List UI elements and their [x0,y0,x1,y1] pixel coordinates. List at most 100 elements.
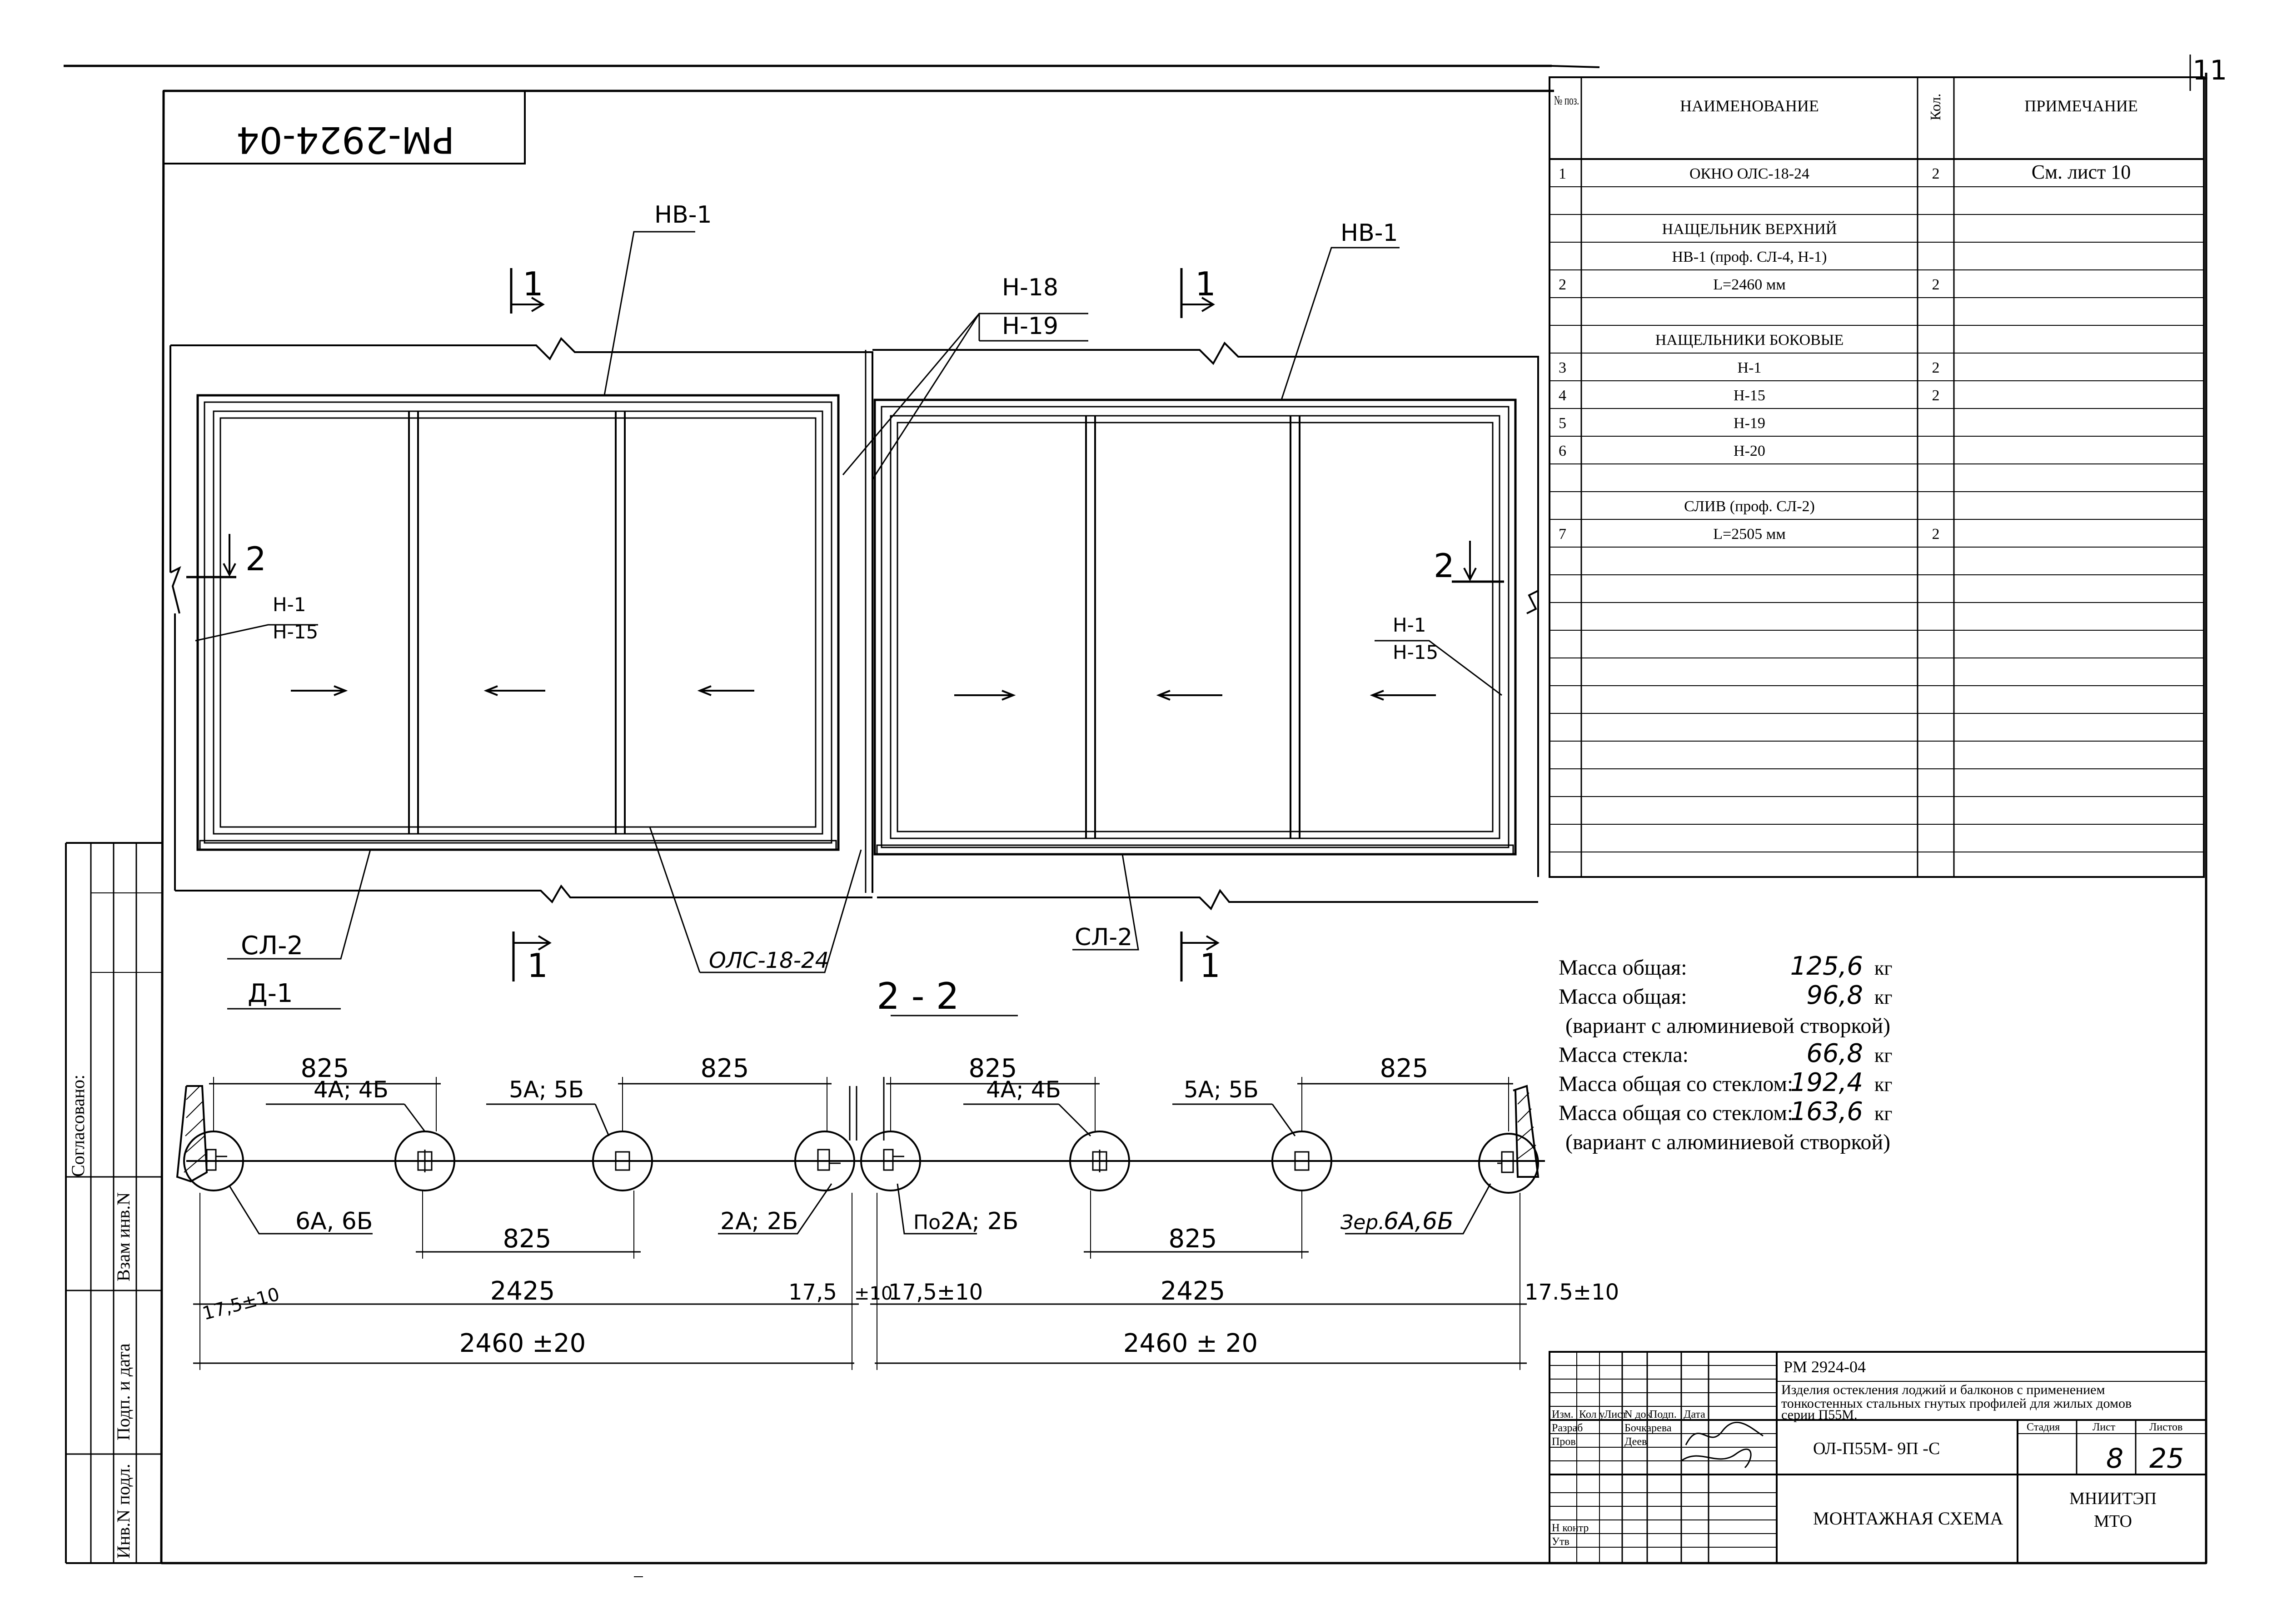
mass-note-6-value: 163,6 [1790,1097,1863,1126]
callout-zer-prefix: Зер. [1340,1211,1385,1234]
slide-arrow-2 [483,685,545,696]
tb-role-nkontr: Н контр [1552,1522,1589,1534]
tb-hdr-podp: Подп. [1649,1409,1677,1420]
tb-sheets-total: 25 [2149,1443,2184,1475]
signature-prov [1681,1448,1752,1469]
tb-hdr-list: Лист [1604,1409,1627,1420]
signature-razrab [1685,1421,1764,1445]
spec-row-11-name: Н-20 [1734,443,1765,459]
dim-17-5-a: 17,5±10 [200,1284,282,1324]
dim-825-2: 825 [701,1054,749,1083]
tb-description-1: Изделия остекления лоджий и балконов с п… [1781,1382,2105,1397]
mass-note-4-unit: кг [1874,1044,1892,1066]
tb-hdr-ndok: N док [1624,1409,1652,1420]
spec-row-4-name: НВ-1 (проф. СЛ-4, Н-1) [1672,249,1827,265]
spec-row-1-qty: 2 [1932,165,1940,182]
callout-6a6b-left: 6А, 6Б [295,1208,373,1235]
section-mark-2-left [186,534,236,578]
tb-description-3: серии П55М. [1781,1407,1857,1422]
spec-row-14-qty: 2 [1932,526,1940,543]
podp-data-label: Подп. и дата [113,1343,134,1440]
section-mark-1-bottom-right [1180,932,1220,981]
cut-label-2a: 2 [245,540,266,578]
dim-17-5-e: 17.5±10 [1525,1280,1619,1305]
stamp-code: РМ-2924-04 [236,119,454,161]
section-mark-1-top-left [510,268,545,314]
inv-podl-label: Инв.N подл. [113,1464,134,1559]
cut-label-1d: 1 [1200,947,1221,985]
profile-circle-4 [794,1131,855,1191]
cut-label-1a: 1 [523,265,543,303]
spec-table [1549,76,2205,878]
spec-row-9-pos: 4 [1559,387,1566,404]
spec-row-5-qty: 2 [1932,276,1940,293]
dim-17-5-c: ±10 [854,1283,892,1304]
label-h1-left: Н-1 [273,593,306,616]
tb-org-2: МТО [2094,1512,2132,1531]
spec-header-note: ПРИМЕЧАНИЕ [2024,97,2137,115]
approval-strip: Согласовано: Взам инв.N Подп. и дата Инв… [65,842,161,1564]
spec-row-8-qty: 2 [1932,359,1940,376]
mass-note-6-unit: кг [1874,1102,1892,1125]
tb-role-razrab: Разраб [1552,1422,1583,1434]
tb-sheets-label: Листов [2149,1421,2182,1433]
spec-row-14-name: L=2505 мм [1713,526,1785,543]
label-nv1-left: НВ-1 [654,201,712,229]
corner-number: 11 [2192,55,2227,86]
tb-hdr-data: Дата [1684,1409,1705,1420]
tb-code: РМ 2924-04 [1784,1358,1866,1376]
spec-row-7-name: НАЩЕЛЬНИКИ БОКОВЫЕ [1655,332,1844,349]
tb-sheet-no: 8 [2106,1443,2123,1475]
elevation-view: 1 1 1 1 2 2 [169,231,1539,1010]
slide-arrow-3 [697,685,754,696]
slide-arrow-4 [954,690,1016,701]
label-h18: Н-18 [1002,274,1058,301]
tb-name-prov: Деев [1624,1436,1647,1448]
mass-note-2-unit: кг [1874,986,1892,1008]
callout-po-prefix: По [913,1211,941,1234]
dim-825-mid-2: 825 [1169,1224,1217,1254]
mass-note-1-value: 125,6 [1790,951,1863,981]
tb-org-1: МНИИТЭП [2069,1489,2157,1508]
spec-header-pos: № поз. [1554,94,1579,108]
slide-arrow-5 [1156,690,1222,701]
spec-header-name: НАИМЕНОВАНИЕ [1680,97,1819,115]
mass-note-3-label: (вариант с алюминиевой створкой) [1565,1014,1890,1038]
label-d1: Д-1 [248,979,293,1008]
mass-note-4-value: 66,8 [1806,1039,1863,1068]
callout-4a4b-right: 4А; 4Б [986,1076,1061,1103]
spec-header-qty: Кол. [1927,94,1943,120]
mass-note-2-value: 96,8 [1806,981,1863,1010]
tb-drawing-title: МОНТАЖНАЯ СХЕМА [1813,1508,2003,1529]
dim-825-1: 825 [301,1054,349,1083]
spec-row-10-pos: 5 [1559,415,1566,432]
tb-role-prov: Пров [1552,1436,1576,1448]
spec-row-11-pos: 6 [1559,443,1566,459]
profile-circle-8 [1478,1133,1539,1194]
spec-row-1-pos: 1 [1559,165,1566,182]
spec-row-5-name: L=2460 мм [1713,276,1785,293]
mass-note-5-unit: кг [1874,1073,1892,1096]
label-h19: Н-19 [1002,313,1058,340]
spec-row-13-name: СЛИВ (проф. СЛ-2) [1684,498,1815,515]
callout-6a6b-right: 6А,6Б [1384,1208,1454,1235]
profile-circle-6 [1069,1131,1130,1191]
cut-label-1b: 1 [1195,265,1216,303]
section-mark-1-top-right [1180,268,1215,318]
dim-2460-left: 2460 ±20 [459,1329,586,1358]
mass-note-2-label: Масса общая: [1559,985,1687,1009]
spec-row-8-pos: 3 [1559,359,1566,376]
mass-note-1-unit: кг [1874,957,1892,979]
mass-note-5-label: Масса общая со стеклом: [1559,1072,1793,1096]
spec-row-9-name: Н-15 [1734,387,1765,404]
tb-sheet-label: Лист [2093,1421,2116,1433]
slide-arrow-1 [291,685,348,696]
callout-2a2b-right: 2А; 2Б [941,1208,1018,1235]
spec-row-10-name: Н-19 [1734,415,1765,432]
tb-hdr-izm: Изм. [1552,1409,1574,1420]
spec-row-1-name: ОКНО ОЛС-18-24 [1689,165,1809,182]
label-nv1-right: НВ-1 [1340,219,1398,247]
label-h15-right: Н-15 [1393,641,1438,663]
